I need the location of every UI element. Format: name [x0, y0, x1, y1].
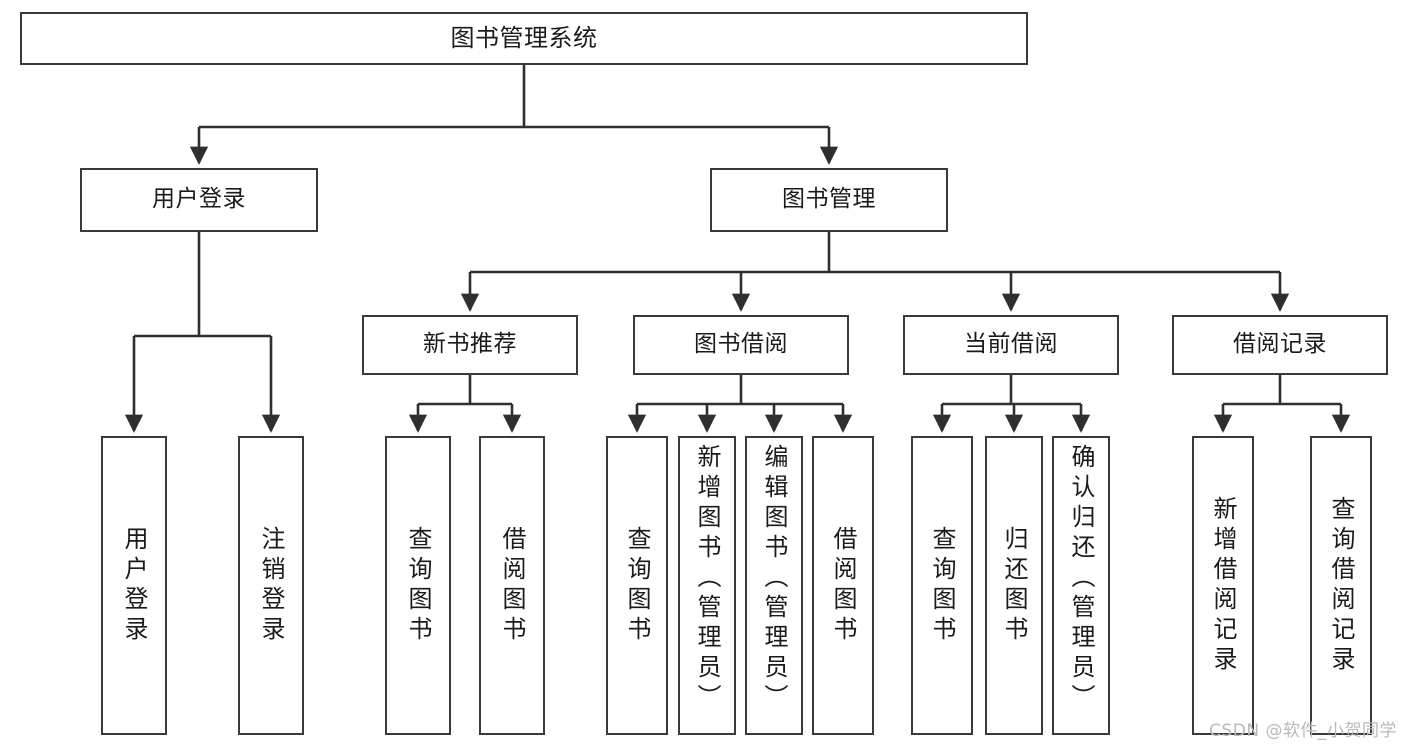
vert-text-wrap: 借阅图书	[481, 438, 543, 733]
node-book-borrow-label: 图书借阅	[694, 331, 788, 358]
vert-text-wrap: 查询借阅记录	[1312, 438, 1370, 733]
node-leaf-return-book[interactable]: 归还图书	[985, 436, 1043, 735]
node-leaf-borrow-book-2[interactable]: 借阅图书	[812, 436, 874, 735]
vert-text-wrap: 新增图书（管理员）	[680, 438, 734, 733]
vert-text-wrap: 注销登录	[240, 438, 302, 733]
node-leaf-add-record[interactable]: 新增借阅记录	[1192, 436, 1254, 735]
node-new-book-recommend-label: 新书推荐	[423, 331, 517, 358]
csdn-watermark: CSDN @软件_小贺同学	[1209, 721, 1397, 741]
node-book-manage[interactable]: 图书管理	[710, 168, 948, 232]
node-leaf-add-book[interactable]: 新增图书（管理员）	[678, 436, 736, 735]
node-leaf-borrow-book-2-label: 借阅图书	[829, 525, 857, 646]
node-leaf-logout[interactable]: 注销登录	[238, 436, 304, 735]
node-leaf-query-record[interactable]: 查询借阅记录	[1310, 436, 1372, 735]
node-leaf-query-book-2[interactable]: 查询图书	[606, 436, 668, 735]
node-current-borrow[interactable]: 当前借阅	[903, 315, 1119, 375]
vert-text-wrap: 查询图书	[608, 438, 666, 733]
node-new-book-recommend[interactable]: 新书推荐	[362, 315, 578, 375]
node-leaf-edit-book[interactable]: 编辑图书（管理员）	[745, 436, 803, 735]
node-leaf-query-book-3-label: 查询图书	[928, 525, 956, 646]
node-borrow-record-label: 借阅记录	[1233, 331, 1327, 358]
node-leaf-user-login-label: 用户登录	[120, 525, 148, 646]
node-leaf-query-book-3[interactable]: 查询图书	[911, 436, 973, 735]
vert-text-wrap: 归还图书	[987, 438, 1041, 733]
node-leaf-query-book-1[interactable]: 查询图书	[385, 436, 451, 735]
vert-text-wrap: 借阅图书	[814, 438, 872, 733]
vert-text-wrap: 编辑图书（管理员）	[747, 438, 801, 733]
node-leaf-query-book-1-label: 查询图书	[404, 525, 432, 646]
node-leaf-borrow-book-1-label: 借阅图书	[498, 525, 526, 646]
node-root[interactable]: 图书管理系统	[20, 12, 1028, 65]
vert-text-wrap: 查询图书	[913, 438, 971, 733]
node-book-manage-label: 图书管理	[782, 186, 876, 213]
node-book-borrow[interactable]: 图书借阅	[633, 315, 849, 375]
node-leaf-borrow-book-1[interactable]: 借阅图书	[479, 436, 545, 735]
node-leaf-add-record-label: 新增借阅记录	[1209, 495, 1237, 676]
node-leaf-query-record-label: 查询借阅记录	[1327, 495, 1355, 676]
node-leaf-logout-label: 注销登录	[257, 525, 285, 646]
node-leaf-return-book-label: 归还图书	[1000, 525, 1028, 646]
node-user-login[interactable]: 用户登录	[80, 168, 318, 232]
vert-text-wrap: 用户登录	[103, 438, 165, 733]
node-user-login-label: 用户登录	[152, 186, 246, 213]
vert-text-wrap: 新增借阅记录	[1194, 438, 1252, 733]
vert-text-wrap: 确认归还（管理员）	[1054, 438, 1108, 733]
node-leaf-confirm-return[interactable]: 确认归还（管理员）	[1052, 436, 1110, 735]
node-leaf-user-login[interactable]: 用户登录	[101, 436, 167, 735]
vert-text-wrap: 查询图书	[387, 438, 449, 733]
node-root-label: 图书管理系统	[450, 24, 598, 53]
node-leaf-query-book-2-label: 查询图书	[623, 525, 651, 646]
node-leaf-edit-book-label: 编辑图书（管理员）	[760, 444, 788, 714]
node-current-borrow-label: 当前借阅	[964, 331, 1058, 358]
node-borrow-record[interactable]: 借阅记录	[1172, 315, 1388, 375]
node-leaf-add-book-label: 新增图书（管理员）	[693, 444, 721, 714]
node-leaf-confirm-return-label: 确认归还（管理员）	[1067, 444, 1095, 714]
